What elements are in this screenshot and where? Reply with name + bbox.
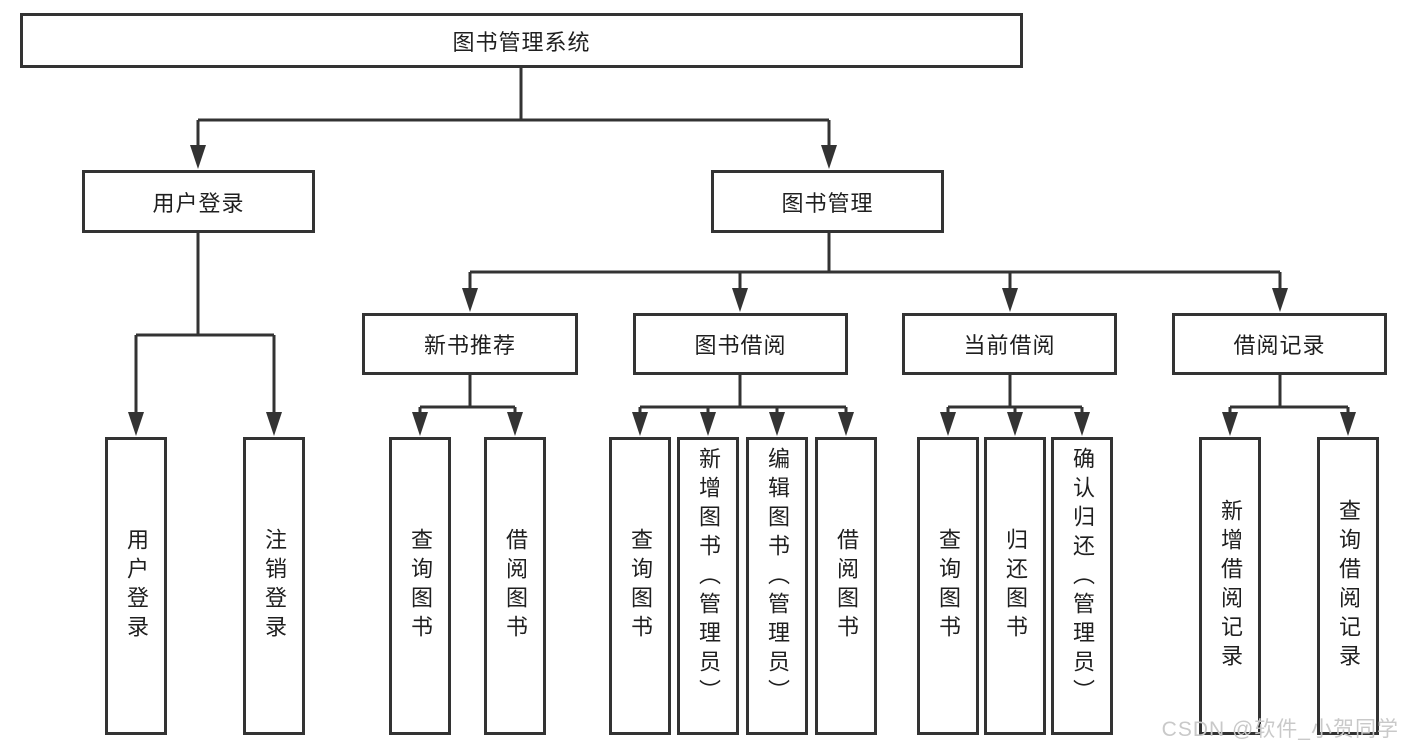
node-label: 图书管理 — [781, 190, 874, 216]
arrow-icon — [462, 288, 478, 312]
node-label: 借阅记录 — [1233, 333, 1326, 358]
leaf-borrow-books-recommend: 借阅图书 — [484, 437, 546, 735]
arrow-icon — [732, 288, 748, 312]
node-label: 用户登录 — [152, 190, 245, 216]
node-label: 查询图书 — [408, 528, 433, 644]
arrow-icon — [940, 412, 956, 436]
node-borrowing-records: 借阅记录 — [1172, 313, 1387, 375]
arrow-icon — [1007, 412, 1023, 436]
arrow-icon — [128, 412, 144, 436]
leaf-add-borrow-record: 新增借阅记录 — [1199, 437, 1261, 735]
node-user-login-module: 用户登录 — [82, 170, 315, 233]
leaf-query-borrow-record: 查询借阅记录 — [1317, 437, 1379, 735]
node-label: 图书管理系统 — [452, 29, 591, 55]
node-label: 当前借阅 — [963, 333, 1056, 358]
node-label: 图书借阅 — [694, 333, 787, 358]
arrow-icon — [1272, 288, 1288, 312]
node-label: 查询图书 — [936, 528, 961, 644]
node-book-borrowing: 图书借阅 — [633, 313, 848, 375]
arrow-icon — [700, 412, 716, 436]
arrow-icon — [1340, 412, 1356, 436]
arrow-icon — [1002, 288, 1018, 312]
arrow-icon — [769, 412, 785, 436]
leaf-query-books-recommend: 查询图书 — [389, 437, 451, 735]
node-label: 新增借阅记录 — [1218, 499, 1243, 673]
leaf-add-books-admin: 新增图书（管理员） — [677, 437, 739, 735]
node-root-system: 图书管理系统 — [20, 13, 1023, 68]
node-label: 查询图书 — [628, 528, 653, 644]
node-current-borrowing: 当前借阅 — [902, 313, 1117, 375]
node-label: 注销登录 — [262, 528, 287, 644]
arrow-icon — [507, 412, 523, 436]
node-label: 用户登录 — [124, 528, 149, 644]
node-new-book-recommend: 新书推荐 — [362, 313, 578, 375]
arrow-icon — [1074, 412, 1090, 436]
node-label: 查询借阅记录 — [1336, 499, 1361, 673]
arrow-icon — [412, 412, 428, 436]
leaf-query-books-current: 查询图书 — [917, 437, 979, 735]
node-label: 借阅图书 — [834, 528, 859, 644]
arrowheads — [128, 145, 1356, 436]
leaf-borrow-books: 借阅图书 — [815, 437, 877, 735]
leaf-query-books-borrowing: 查询图书 — [609, 437, 671, 735]
connector-paths — [134, 68, 1350, 430]
node-label: 新增图书（管理员） — [696, 447, 721, 708]
leaf-user-login: 用户登录 — [105, 437, 167, 735]
node-label: 编辑图书（管理员） — [765, 447, 790, 708]
arrow-icon — [632, 412, 648, 436]
node-label: 新书推荐 — [423, 333, 516, 358]
watermark: CSDN @软件_小贺同学 — [1161, 718, 1399, 741]
arrow-icon — [190, 145, 206, 169]
leaf-return-books: 归还图书 — [984, 437, 1046, 735]
leaf-confirm-return-admin: 确认归还（管理员） — [1051, 437, 1113, 735]
arrow-icon — [838, 412, 854, 436]
leaf-logout: 注销登录 — [243, 437, 305, 735]
leaf-edit-books-admin: 编辑图书（管理员） — [746, 437, 808, 735]
arrow-icon — [821, 145, 837, 169]
node-label: 借阅图书 — [503, 528, 528, 644]
node-label: 归还图书 — [1003, 528, 1028, 644]
arrow-icon — [1222, 412, 1238, 436]
node-label: 确认归还（管理员） — [1070, 447, 1095, 708]
arrow-icon — [266, 412, 282, 436]
node-book-management-module: 图书管理 — [711, 170, 944, 233]
